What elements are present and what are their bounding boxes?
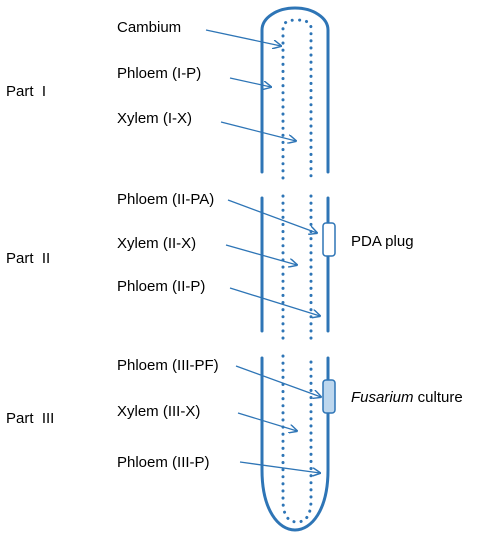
label-phloem-iii-pf: Phloem (III-PF) <box>117 357 219 374</box>
label-phloem-i-p: Phloem (I-P) <box>117 65 201 82</box>
part-label-ii: Part II <box>6 250 50 267</box>
arrow-phloem-i-p <box>229 77 271 87</box>
tissue-labels: Cambium Phloem (I-P) Xylem (I-X) Phloem … <box>117 19 219 471</box>
arrow-xylem-ii-x <box>225 244 297 265</box>
part-label-iii: Part III <box>6 410 54 427</box>
arrow-xylem-i-x <box>220 121 296 141</box>
label-xylem-ii-x: Xylem (II-X) <box>117 235 196 252</box>
label-cambium: Cambium <box>117 19 181 36</box>
arrow-phloem-iii-pf <box>235 365 321 397</box>
pda-plug <box>322 222 336 257</box>
label-fusarium-species: Fusarium <box>351 389 414 406</box>
stem-outline <box>260 6 330 532</box>
stem-segment-part-i <box>260 6 330 174</box>
label-xylem-i-x: Xylem (I-X) <box>117 110 192 127</box>
label-phloem-iii-p: Phloem (III-P) <box>117 454 210 471</box>
arrow-phloem-iii-p <box>239 461 320 473</box>
label-phloem-ii-pa: Phloem (II-PA) <box>117 191 214 208</box>
label-arrows <box>205 29 321 473</box>
label-fusarium-culture: Fusarium culture <box>351 389 463 406</box>
part-labels: Part I Part II Part III <box>6 83 54 427</box>
vascular-dotted-line <box>281 18 313 524</box>
stem-segment-part-iii <box>260 356 330 532</box>
label-xylem-iii-x: Xylem (III-X) <box>117 403 200 420</box>
arrow-cambium <box>205 29 281 46</box>
label-phloem-ii-p: Phloem (II-P) <box>117 278 205 295</box>
arrow-phloem-ii-p <box>229 287 320 316</box>
fusarium-culture <box>322 379 336 414</box>
arrow-xylem-iii-x <box>237 412 297 431</box>
arrow-phloem-ii-pa <box>227 199 317 233</box>
label-fusarium-suffix: culture <box>414 389 463 406</box>
label-pda-plug: PDA plug <box>351 233 414 250</box>
part-label-i: Part I <box>6 83 46 100</box>
